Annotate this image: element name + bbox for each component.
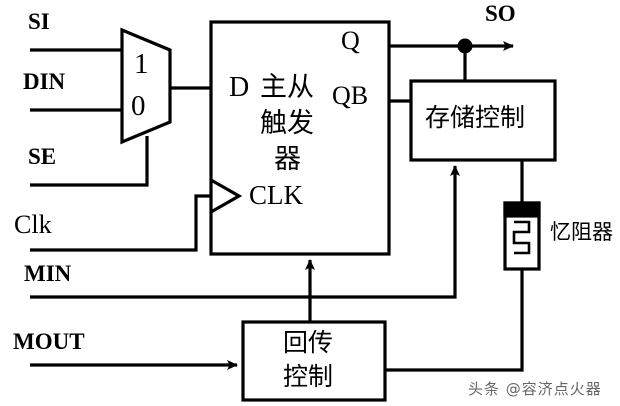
input-label-si: SI — [28, 9, 50, 34]
mux-port-0-label: 0 — [131, 90, 146, 122]
wire-memristor-to-feedback — [385, 269, 524, 372]
memristor-zigzag — [512, 220, 531, 255]
memristor-label: 忆阻器 — [550, 220, 613, 244]
memristor-polarity-bar — [503, 201, 541, 218]
input-label-din: DIN — [23, 69, 66, 94]
flipflop-clk-label: CLK — [249, 180, 303, 210]
clk-edge-triangle — [210, 178, 243, 214]
input-label-mout: MOUT — [13, 329, 85, 354]
flipflop-name-line2: 触发 — [260, 108, 314, 139]
feedback-control-body — [241, 320, 387, 402]
watermark-text: 头条 @容济点火器 — [468, 380, 602, 398]
wire-se-to-mux-select — [30, 136, 149, 187]
flipflop-name-line3: 器 — [274, 144, 301, 175]
input-label-clk: Clk — [14, 210, 52, 239]
input-label-min: MIN — [24, 261, 72, 286]
storage-control-body — [409, 79, 557, 162]
flipflop-d-label: D — [229, 72, 250, 103]
flipflop-name-line1: 主从 — [260, 72, 314, 103]
feedback-control-label-line1: 回传 — [283, 328, 334, 357]
mux-body — [120, 27, 172, 145]
input-label-se: SE — [28, 144, 57, 169]
storage-control-label: 存储控制 — [425, 103, 526, 132]
flipflop-qb-label: QB — [332, 81, 369, 110]
mux-port-1-label: 1 — [134, 48, 149, 80]
wire-clk-to-flipflop — [30, 194, 211, 252]
flipflop-body — [209, 20, 391, 256]
output-label-so: SO — [485, 1, 516, 26]
wire-min-to-storage — [30, 165, 460, 299]
feedback-control-label-line2: 控制 — [283, 362, 334, 391]
junction-dot-so — [457, 38, 473, 54]
flipflop-q-label: Q — [341, 26, 360, 55]
